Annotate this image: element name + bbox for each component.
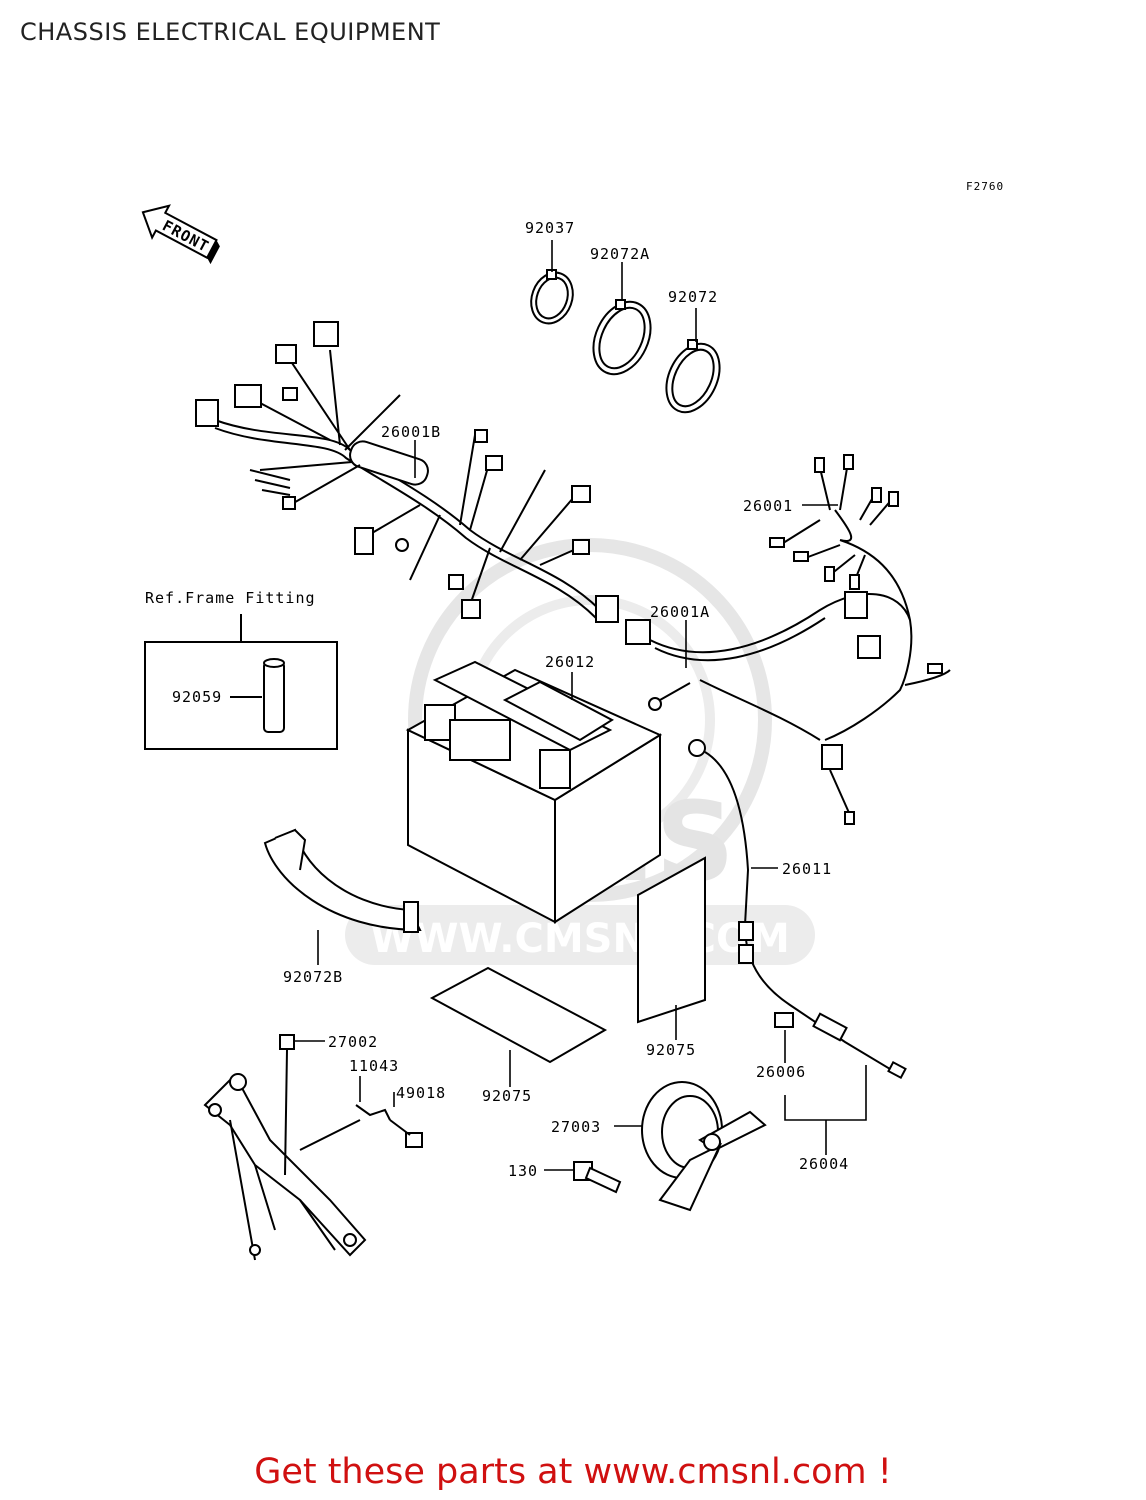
leader-lines [294, 240, 867, 1171]
label-27003: 27003 [551, 1118, 601, 1136]
label-92072B: 92072B [283, 968, 343, 986]
label-26001A: 26001A [650, 603, 710, 621]
label-26006: 26006 [756, 1063, 806, 1081]
insulator-sheets [429, 856, 706, 1064]
part-labels: 92037 92072A 92072 26001B 26001 26001A 2… [172, 219, 849, 1180]
ref-frame-fitting-box: Ref.Frame Fitting [144, 589, 338, 750]
label-26011: 26011 [782, 860, 832, 878]
figure-code: F2760 [966, 180, 1004, 193]
footer-link[interactable]: Get these parts at www.cmsnl.com ! [254, 1452, 892, 1492]
ref-box-title: Ref.Frame Fitting [145, 589, 316, 607]
frame-section [203, 1034, 423, 1261]
label-92037: 92037 [525, 219, 575, 237]
label-11043: 11043 [349, 1057, 399, 1075]
battery [405, 660, 663, 924]
label-92072: 92072 [668, 288, 718, 306]
label-26012: 26012 [545, 653, 595, 671]
front-arrow-icon: FRONT [141, 204, 220, 265]
label-49018: 49018 [396, 1084, 446, 1102]
front-label: FRONT [159, 216, 212, 255]
label-26001B: 26001B [381, 423, 441, 441]
cable-ties [530, 269, 721, 414]
sub-harness [625, 454, 951, 825]
label-26001: 26001 [743, 497, 793, 515]
page-title: CHASSIS ELECTRICAL EQUIPMENT [20, 18, 441, 46]
bolt [573, 1161, 622, 1194]
label-92072A: 92072A [590, 245, 650, 263]
battery-band [263, 828, 422, 933]
watermark-url: WWW.CMSNL.COM [370, 916, 790, 962]
label-27002: 27002 [328, 1033, 378, 1051]
spacer-icon [263, 661, 285, 733]
label-92075-lower: 92075 [482, 1087, 532, 1105]
main-harness [195, 321, 619, 623]
battery-cable [688, 739, 907, 1080]
label-130: 130 [508, 1162, 538, 1180]
label-92075-upper: 92075 [646, 1041, 696, 1059]
label-26004: 26004 [799, 1155, 849, 1173]
label-92059: 92059 [172, 688, 222, 706]
horn [641, 1081, 767, 1212]
